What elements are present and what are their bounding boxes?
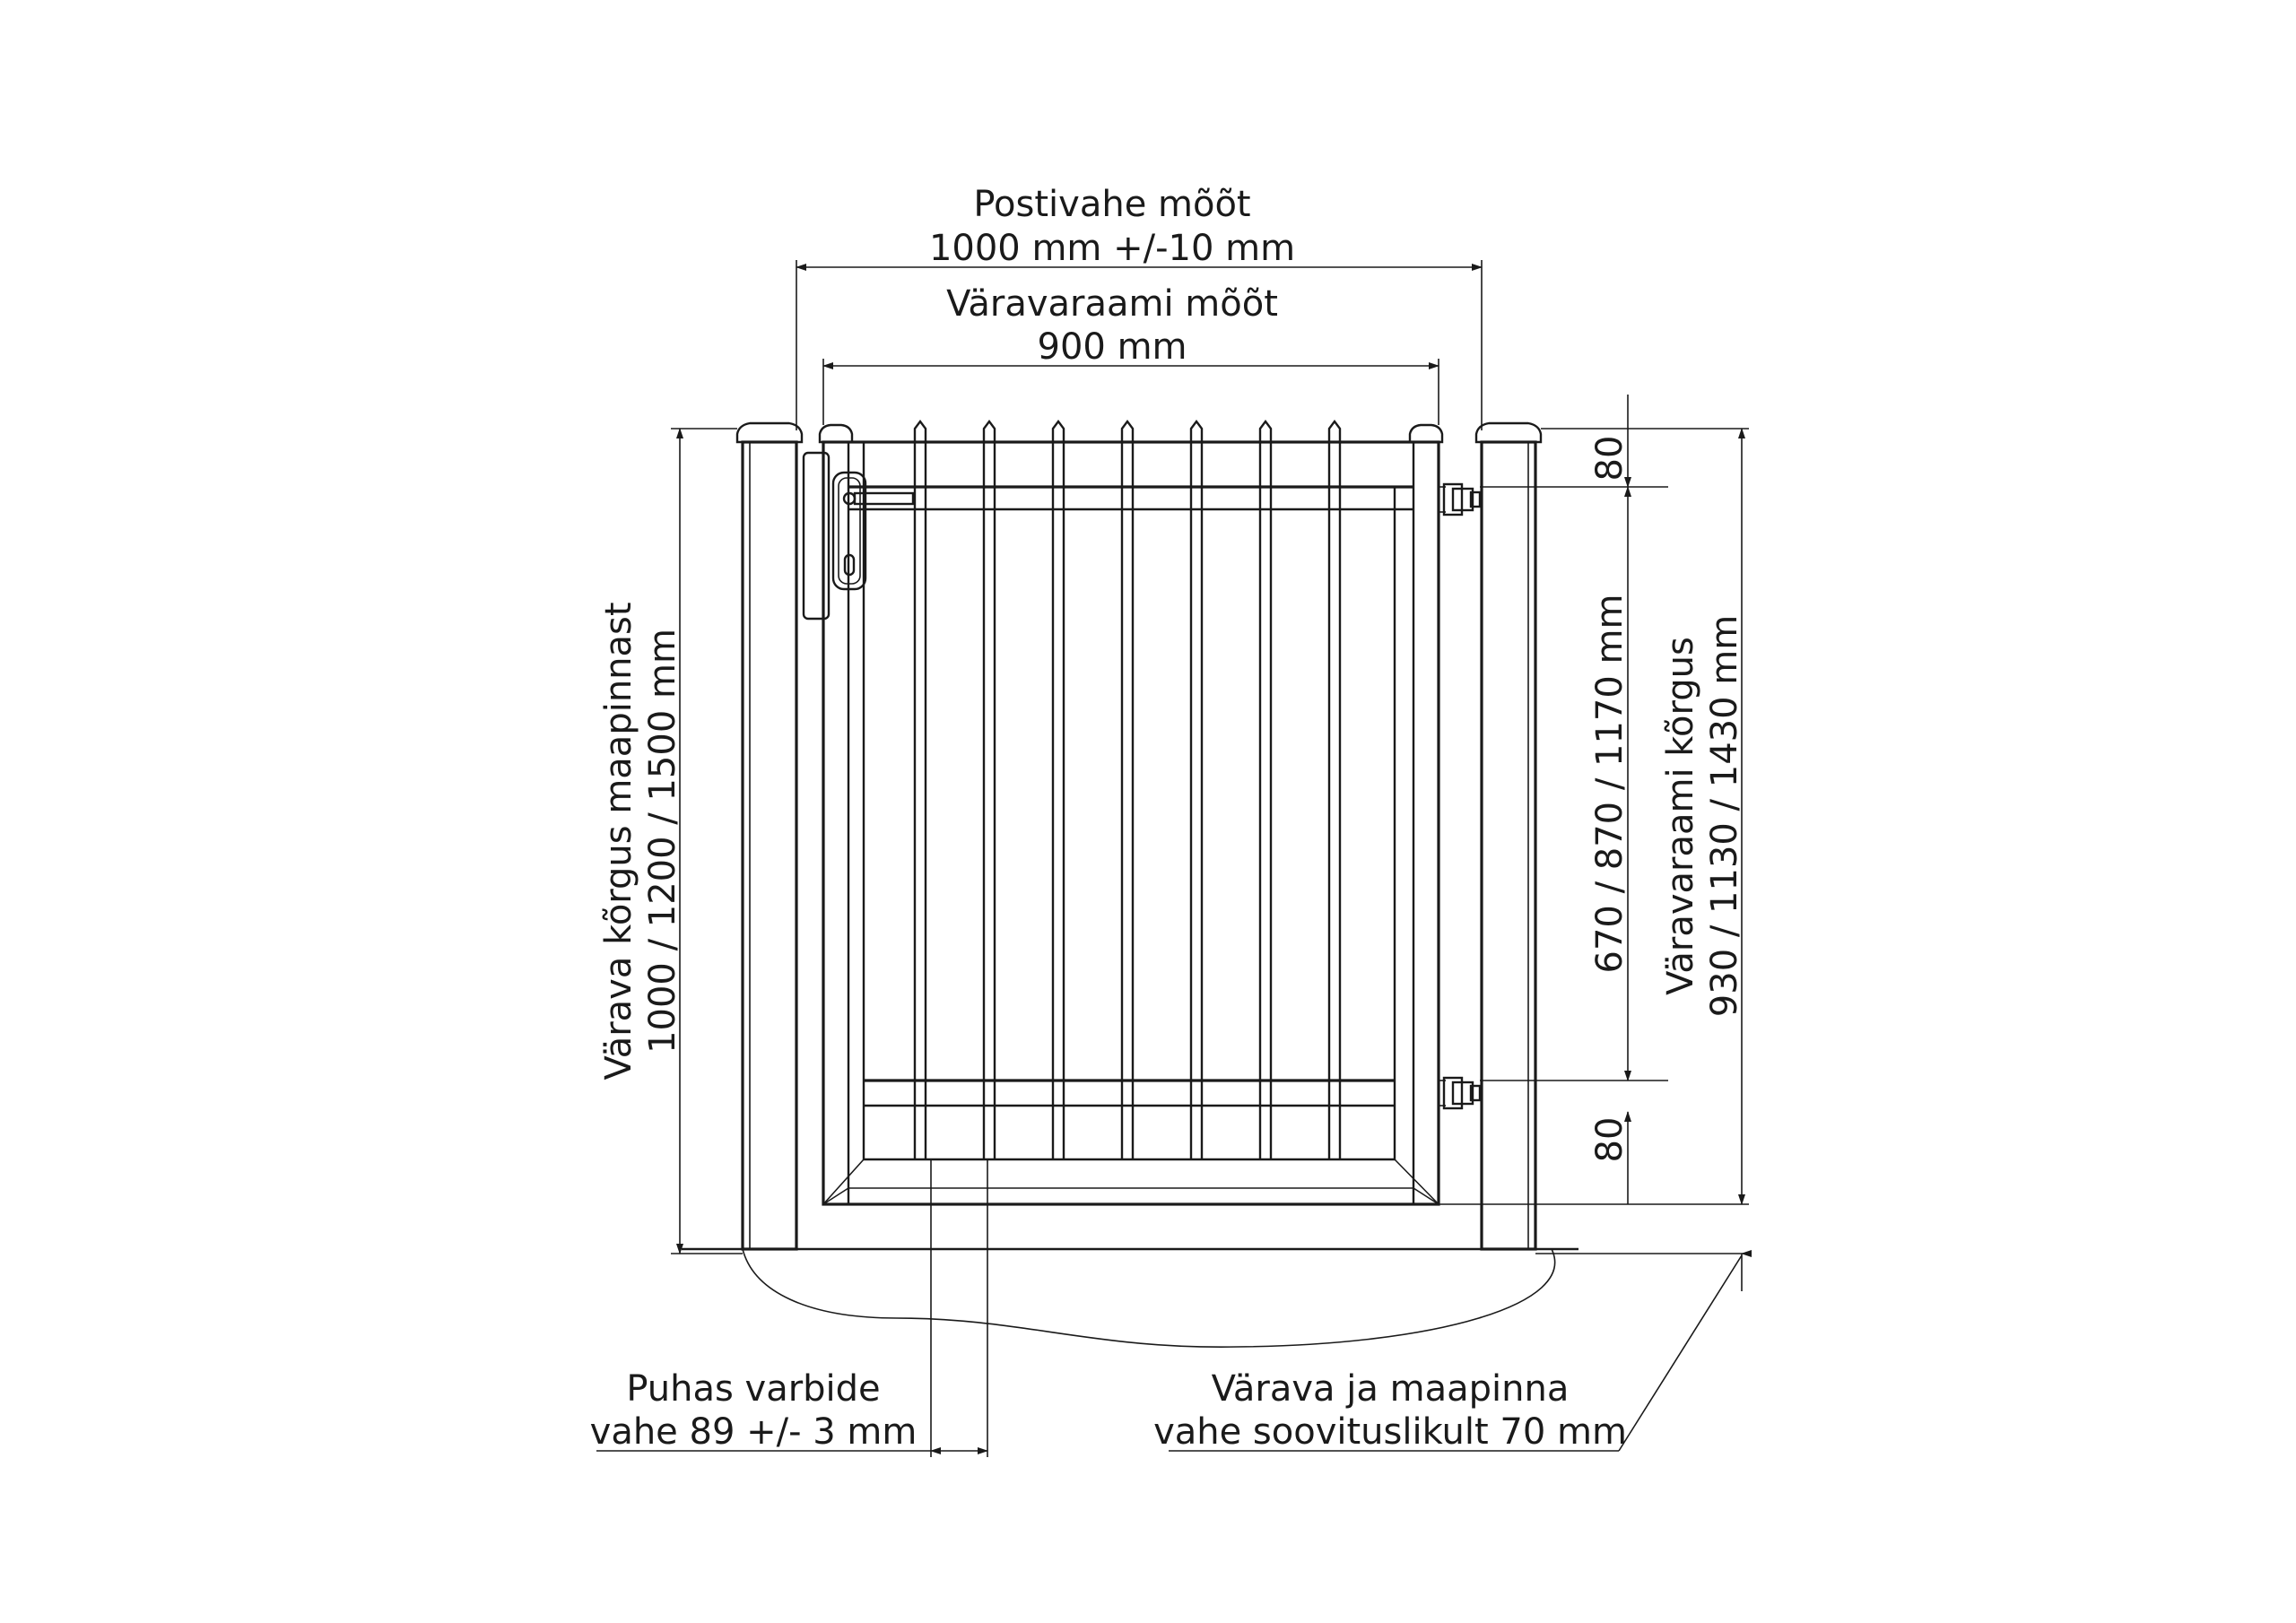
picket-bars	[913, 420, 1342, 1159]
dimension-labels: Postivahe mõõt 1000 mm +/-10 mm Väravara…	[590, 184, 1745, 1453]
frame-height-value: 930 / 1130 / 1430 mm	[1704, 615, 1745, 1017]
frame-width-value: 900 mm	[1038, 326, 1187, 368]
picket-bar	[1327, 420, 1342, 1159]
bottom-hinge	[1439, 1076, 1482, 1110]
left-post-cap	[735, 421, 804, 444]
latch-box	[802, 451, 831, 621]
picket-bar	[1051, 420, 1065, 1159]
bar-gap-line1: Puhas varbide	[626, 1368, 880, 1410]
right-post-cap	[1474, 421, 1543, 444]
picket-bar	[1120, 420, 1135, 1159]
gate-leaf	[818, 420, 1444, 1206]
top-hinge	[1439, 482, 1482, 516]
ground-gap-line1: Värava ja maapinna	[1212, 1368, 1570, 1410]
latch-plate	[831, 471, 867, 591]
picket-bar	[982, 420, 996, 1159]
gate-height-value: 1000 / 1200 / 1500 mm	[642, 629, 683, 1054]
keyhole-icon	[843, 553, 856, 577]
right-post	[1474, 421, 1543, 1251]
frame-width-title: Väravaraami mõõt	[946, 283, 1278, 325]
bottom-offset-label: 80	[1589, 1117, 1631, 1163]
left-post	[735, 421, 804, 1251]
picket-bar	[913, 420, 927, 1159]
latch-stile-cap	[818, 423, 854, 444]
bar-gap-line2: vahe 89 +/- 3 mm	[590, 1411, 918, 1453]
ground-gap-line2: vahe soovituslikult 70 mm	[1153, 1411, 1627, 1453]
hinge-spacing-label: 670 / 870 / 1170 mm	[1589, 595, 1631, 974]
door-handle	[853, 491, 915, 506]
frame-height-title: Väravaraami kõrgus	[1660, 637, 1701, 995]
gate-latch	[802, 451, 915, 621]
ground-fill	[741, 1248, 1556, 1348]
top-offset-label: 80	[1589, 436, 1631, 482]
hinge-stile-cap	[1408, 423, 1444, 444]
picket-bar	[1258, 420, 1273, 1159]
ground-section	[682, 1247, 1578, 1348]
post-gap-title: Postivahe mõõt	[973, 184, 1250, 225]
picket-bar	[1189, 420, 1204, 1159]
post-gap-value: 1000 mm +/-10 mm	[929, 228, 1295, 269]
gate-height-title: Värava kõrgus maapinnast	[598, 602, 639, 1080]
dimension-lines	[596, 260, 1749, 1457]
